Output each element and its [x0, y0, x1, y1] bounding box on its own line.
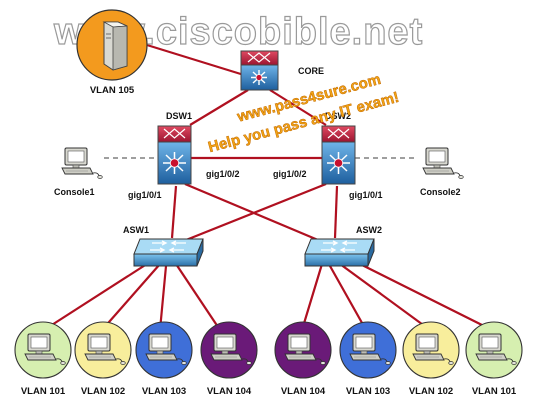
hosts-right: VLAN 104 VLAN 103 VLAN 102 VLAN 101: [274, 321, 523, 397]
host-vlan-label: VLAN 102: [81, 386, 125, 397]
link-server-core: [133, 39, 245, 77]
computer-icon: [422, 147, 464, 179]
link-dsw2-asw2: [333, 185, 339, 239]
host-7: VLAN 102: [402, 321, 460, 397]
host-1: VLAN 101: [14, 321, 72, 397]
link-asw2-host8: [351, 259, 493, 331]
server-icon: [102, 21, 128, 71]
dsw1-label: DSW1: [166, 111, 192, 121]
host-3: VLAN 103: [135, 321, 193, 397]
asw1-switch: ASW1: [123, 225, 204, 267]
asw1-label: ASW1: [123, 225, 149, 235]
core-switch: CORE: [240, 50, 324, 91]
host-vlan-label: VLAN 103: [142, 386, 186, 397]
dsw1-switch: DSW1 gig1/0/1 gig1/0/2: [128, 111, 240, 200]
host-5: VLAN 104: [274, 321, 332, 397]
promo-overlay: www.pass4sure.com Help you pass any IT e…: [206, 71, 401, 157]
link-asw1-host3: [158, 265, 168, 331]
multilayer-switch-icon: [163, 152, 186, 174]
server-vlan-label: VLAN 105: [90, 85, 135, 96]
dsw2-switch: DSW2 gig1/0/2 gig1/0/1: [273, 111, 383, 200]
switch-arrows-icon: [150, 240, 186, 253]
host-4: VLAN 104: [200, 321, 258, 397]
multilayer-switch-icon: [327, 152, 350, 174]
host-vlan-label: VLAN 101: [472, 386, 517, 397]
console2: Console2: [420, 147, 464, 197]
host-vlan-label: VLAN 104: [207, 386, 252, 397]
host-8: VLAN 101: [465, 321, 523, 397]
server-vlan-105: VLAN 105: [76, 9, 148, 96]
dsw2-port-down: gig1/0/1: [349, 190, 383, 200]
host-vlan-label: VLAN 104: [281, 386, 326, 397]
console1-label: Console1: [54, 187, 95, 197]
host-vlan-label: VLAN 102: [409, 386, 453, 397]
host-vlan-label: VLAN 101: [21, 386, 66, 397]
host-2: VLAN 102: [74, 321, 132, 397]
dsw2-port-cross: gig1/0/2: [273, 169, 307, 179]
link-dsw1-asw2: [184, 182, 319, 242]
hosts-left: VLAN 101 VLAN 102 VLAN 103 VLAN 104: [14, 321, 258, 397]
links: [43, 39, 493, 331]
link-asw1-host4: [175, 263, 221, 331]
link-asw1-host2: [101, 263, 161, 331]
link-core-dsw1: [189, 89, 249, 126]
console1: Console1: [54, 147, 103, 197]
link-dsw2-asw1: [185, 182, 327, 242]
computer-icon: [61, 147, 103, 179]
link-asw2-host5: [300, 263, 324, 331]
asw2-label: ASW2: [356, 225, 382, 235]
console2-label: Console2: [420, 187, 461, 197]
dsw1-port-down: gig1/0/1: [128, 190, 162, 200]
host-vlan-label: VLAN 103: [346, 386, 390, 397]
host-6: VLAN 103: [339, 321, 397, 397]
multilayer-switch-icon: [251, 70, 267, 85]
link-dsw1-asw1: [170, 185, 178, 239]
switch-arrows-icon: [321, 240, 357, 253]
link-asw2-host6: [329, 265, 367, 331]
asw2-switch: ASW2: [304, 225, 382, 267]
link-asw1-host1: [43, 261, 151, 331]
core-label: CORE: [298, 66, 324, 76]
link-core-dsw2: [269, 89, 327, 126]
link-asw2-host7: [339, 263, 431, 331]
dsw2-label: DSW2: [325, 111, 351, 121]
dsw1-port-cross: gig1/0/2: [206, 169, 240, 179]
